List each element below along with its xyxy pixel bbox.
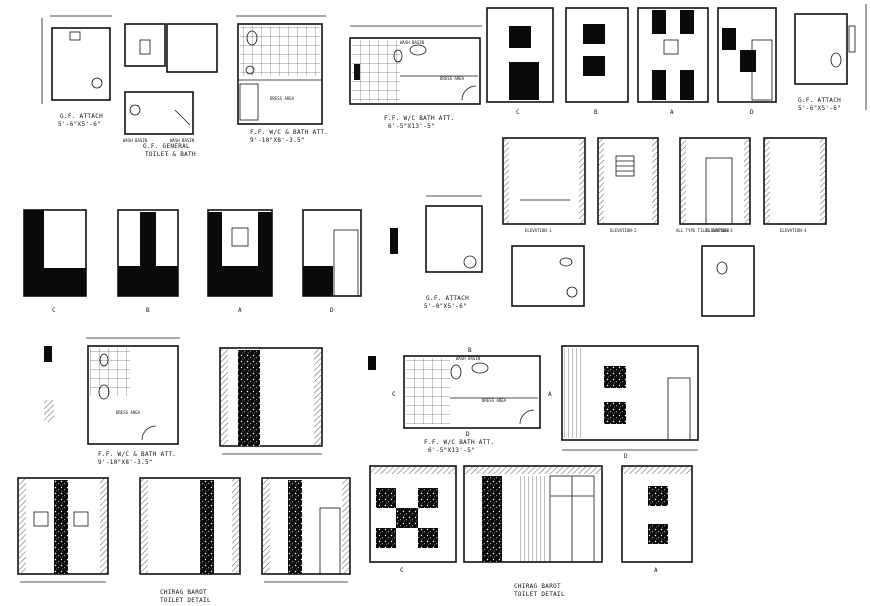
elev-label: A (238, 307, 242, 314)
ff-label: C (392, 391, 396, 398)
plan-gf-general: WASH BASIN WASH BASIN G.F. GENERAL TOILE… (123, 23, 218, 158)
elevation-row1-a: A (637, 7, 709, 116)
elevation-bottom-5: CHIRAG BAROT TOILET DETAIL (463, 465, 603, 598)
elev-caption: ELEVATION-1 (525, 228, 552, 233)
elevation-d-large: D (561, 345, 699, 460)
elevation-speckle-wide (219, 347, 323, 455)
elev-caption: ELEVATION-2 (610, 228, 637, 233)
elevation-bottom-3 (261, 477, 351, 583)
detail-subtitle: TOILET DETAIL (160, 597, 211, 604)
plan-size: 6'-5"X13'-5" (428, 447, 475, 454)
elevation-3: ALL TYPE TILES 600*600 ELEVATION-3 (676, 137, 751, 233)
plan-ff-wc-bath-2: WASH BASIN DRESS AREA F.F. W/C BATH ATT.… (349, 25, 482, 130)
ff-label: D (466, 431, 470, 438)
elevation-row1-d: D (717, 7, 777, 116)
elev-label: C (400, 567, 404, 574)
plan-size: 6'-5"X13'-5" (388, 123, 435, 130)
elevation-row2-a: A (207, 209, 273, 314)
plan-title: G.F. GENERAL (143, 143, 190, 150)
tag: WASH BASIN (400, 40, 425, 45)
plan-title: F.F. W/C & BATH ATT. (98, 451, 176, 458)
elev-label: C (52, 307, 56, 314)
tag: WASH BASIN (123, 138, 148, 143)
detail-title: CHIRAG BAROT (160, 589, 207, 596)
dress-area-label: DRESS AREA (116, 410, 141, 415)
plan-gf-attach-2: G.F. ATTACH 5'-6"X5'-6" (794, 4, 867, 112)
plan-title: G.F. ATTACH (60, 113, 103, 120)
elev-label: C (516, 109, 520, 116)
plan-title: F.F. W/C BATH ATT. (424, 439, 494, 446)
plan-size: 9'-10"X8'-3.5" (98, 459, 153, 466)
plan-small-2 (701, 245, 755, 317)
plan-subtitle: TOILET & BATH (145, 151, 196, 158)
plan-title: F.F. W/C & BATH ATT. (250, 129, 328, 136)
elev-caption: ELEVATION-3 (706, 228, 733, 233)
plan-title: F.F. W/C BATH ATT. (384, 115, 454, 122)
plan-small-1 (511, 245, 585, 307)
plan-size: 5'-6"X5'-6" (798, 105, 841, 112)
elevation-row1-b: B (565, 7, 629, 116)
elevation-row2-c: C (23, 209, 87, 314)
detail-subtitle: TOILET DETAIL (514, 591, 565, 598)
elev-label: A (670, 109, 674, 116)
elev-label: B (594, 109, 598, 116)
elevation-bottom-4: C (369, 465, 457, 574)
tag: DRESS AREA (482, 398, 507, 403)
tag: WASH BASIN (456, 356, 481, 361)
elevation-row2-b: B (117, 209, 179, 314)
elevation-bottom-6: A (621, 465, 693, 574)
elevation-row1-c: C (486, 7, 554, 116)
elev-label: A (654, 567, 658, 574)
plan-size: 9'-10"X8'-3.5" (250, 137, 305, 144)
elevation-bottom-1 (17, 477, 109, 583)
tag: WASH BASIN (170, 138, 195, 143)
elev-label: B (146, 307, 150, 314)
ff-label: B (468, 347, 472, 354)
ff-label: A (548, 391, 552, 398)
plan-ff-wc-bath-1: DRESS AREA F.F. W/C & BATH ATT. 9'-10"X8… (236, 15, 328, 144)
plan-ff-wc-bath-4: WASH BASIN DRESS AREA C A B D F.F. W/C B… (368, 347, 552, 454)
elevation-2: ELEVATION-2 (597, 137, 659, 233)
plan-size: 5'-0"X5'-6" (424, 303, 467, 310)
elevation-1: ELEVATION-1 (502, 137, 586, 233)
elevation-4: ELEVATION-4 (763, 137, 827, 233)
plan-gf-attach-1: G.F. ATTACH 5'-6"X5'-6" (41, 15, 112, 128)
elev-caption: ALL TYPE TILES 600*600 (676, 228, 730, 233)
plan-title: G.F. ATTACH (426, 295, 469, 302)
elev-label: D (750, 109, 754, 116)
tag: DRESS AREA (440, 76, 465, 81)
elev-label: D (330, 307, 334, 314)
detail-title: CHIRAG BAROT (514, 583, 561, 590)
plan-gf-attach-3: G.F. ATTACH 5'-0"X5'-6" (390, 195, 483, 310)
plan-title: G.F. ATTACH (798, 97, 841, 104)
elevation-row2-d: D (302, 209, 362, 314)
elev-label: D (624, 453, 628, 460)
plan-ff-wc-bath-3: DRESS AREA F.F. W/C & BATH ATT. 9'-10"X8… (44, 337, 180, 466)
dress-area-label: DRESS AREA (270, 96, 295, 101)
elev-caption: ELEVATION-4 (780, 228, 807, 233)
plan-size: 5'-6"X5'-6" (58, 121, 101, 128)
elevation-bottom-2: CHIRAG BAROT TOILET DETAIL (139, 477, 241, 604)
